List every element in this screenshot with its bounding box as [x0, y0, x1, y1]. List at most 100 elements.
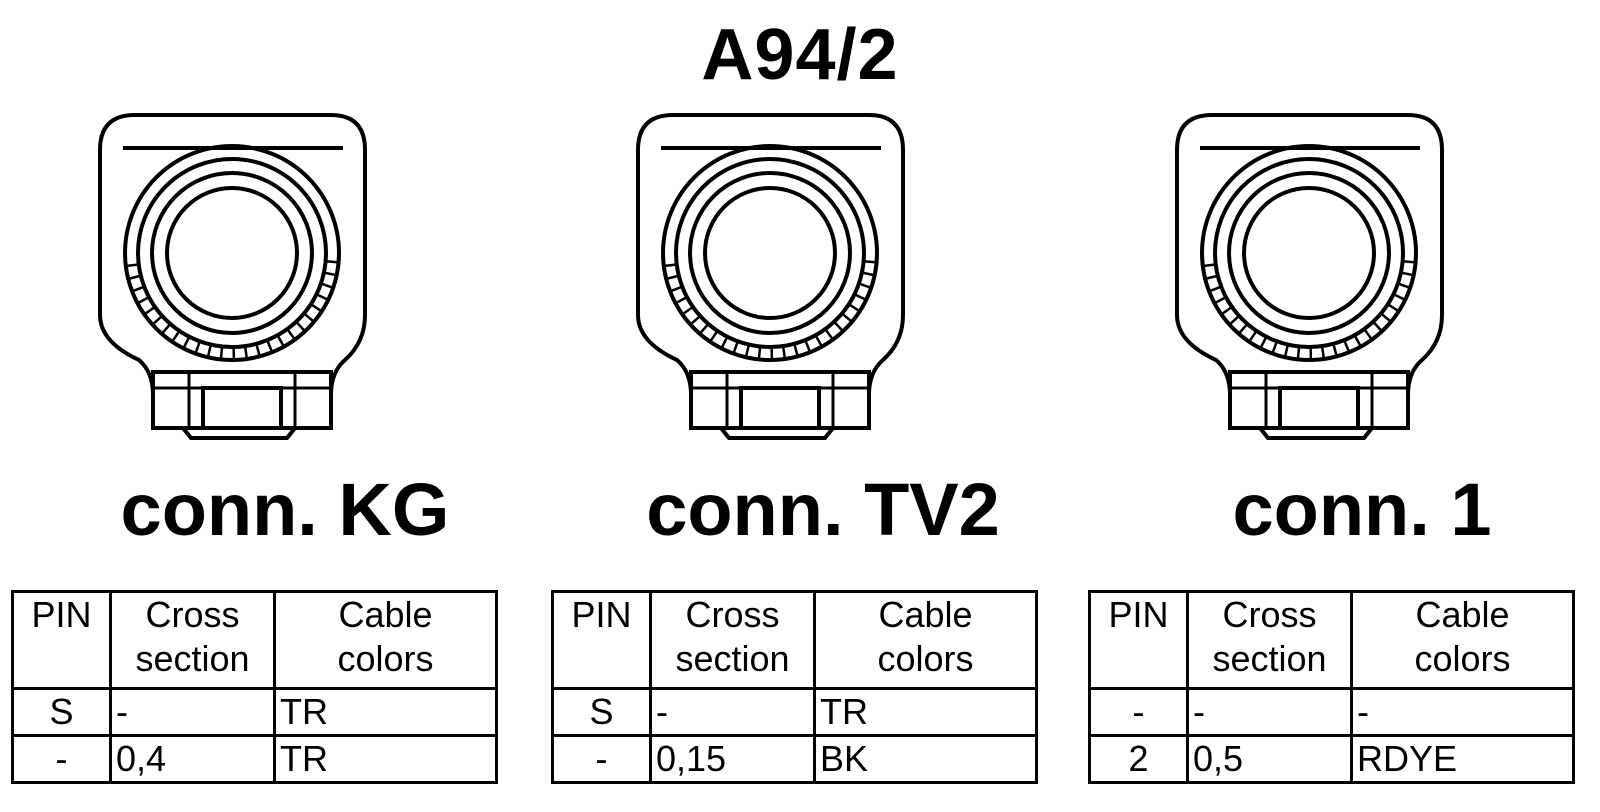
knurl-tick	[325, 259, 339, 264]
knurl-tick	[1400, 271, 1414, 277]
knurl-outer-ring	[1200, 144, 1418, 362]
latch-block	[1228, 370, 1410, 430]
knurl-tick	[323, 271, 337, 277]
knurl-inner-ring	[674, 157, 866, 349]
knurl-tick	[1380, 312, 1392, 323]
knurl-tick	[266, 339, 274, 353]
pin-header: PIN	[11, 590, 112, 690]
socket-ring	[165, 186, 299, 320]
pin-cell: S	[11, 687, 112, 737]
table-row: S - TR	[11, 687, 498, 737]
knurl-tick	[125, 263, 139, 268]
knurl-tick	[863, 259, 877, 264]
table-row: - 0,4 TR	[11, 734, 498, 784]
latch-tab	[719, 426, 835, 440]
knurl-tick	[1208, 285, 1222, 293]
pin-cell: 2	[1088, 734, 1189, 784]
knurl-tick	[160, 323, 172, 335]
connector-label: conn. 1	[1232, 468, 1492, 551]
knurl-tick	[833, 320, 844, 333]
knurl-tick	[243, 345, 249, 360]
table-row: 2 0,5 RDYE	[1088, 734, 1575, 784]
knurl-tick	[853, 293, 867, 302]
cross-section-cell: 0,5	[1186, 734, 1353, 784]
knurl-tick	[1397, 282, 1411, 290]
knurl-tick	[1259, 336, 1268, 349]
knurl-tick	[171, 330, 181, 343]
knurl-tick	[698, 323, 710, 335]
knurl-tick	[1213, 296, 1227, 305]
cable-colors-cell: TR	[273, 687, 498, 737]
nut-ring	[150, 171, 314, 335]
latch-inner	[201, 386, 283, 430]
knurl-tick	[320, 282, 334, 290]
knurl-tick	[814, 334, 823, 348]
cross-section-cell: -	[109, 687, 276, 737]
cable-colors-cell: BK	[813, 734, 1038, 784]
socket-ring	[1242, 186, 1376, 320]
knurl-tick	[286, 328, 296, 341]
knurl-tick	[757, 346, 762, 360]
pin-cell: S	[551, 687, 652, 737]
knurl-tick	[781, 345, 787, 360]
knurl-tick	[182, 336, 191, 349]
cable-colors-cell: TR	[273, 734, 498, 784]
knurl-tick	[674, 296, 688, 305]
connector-drawing	[98, 113, 367, 440]
table-row: - 0,15 BK	[551, 734, 1038, 784]
pin-cell: -	[1088, 687, 1189, 737]
knurl-tick	[681, 305, 694, 316]
knurl-tick	[1283, 344, 1290, 358]
knurl-tick	[255, 343, 261, 357]
cross-section-cell: 0,15	[649, 734, 816, 784]
connector-drawing	[1175, 113, 1444, 440]
latch-inner	[1278, 386, 1360, 430]
knurl-tick	[303, 312, 315, 323]
socket-ring	[703, 186, 837, 320]
knurl-tick	[709, 330, 719, 343]
cable-colors-cell: TR	[813, 687, 1038, 737]
knurl-tick	[669, 285, 683, 293]
knurl-tick	[1320, 345, 1326, 360]
pin-header: PIN	[551, 590, 652, 690]
knurl-inner-ring	[136, 157, 328, 349]
knurl-tick	[824, 328, 834, 341]
connector-label: conn. KG	[120, 468, 450, 551]
knurl-outer-ring	[661, 144, 879, 362]
diagram-title: A94/2	[701, 15, 899, 95]
knurl-tick	[861, 271, 875, 277]
knurl-tick	[206, 344, 213, 358]
pin-header: PIN	[1088, 590, 1189, 690]
knurl-tick	[665, 274, 680, 281]
knurl-tick	[1402, 259, 1416, 264]
knurl-tick	[744, 344, 751, 358]
nut-ring	[1227, 171, 1391, 335]
knurl-tick	[793, 343, 799, 357]
cross-section-cell: -	[1186, 687, 1353, 737]
knurl-tick	[1271, 340, 1279, 354]
knurl-tick	[1372, 320, 1383, 333]
nut-ring	[688, 171, 852, 335]
knurl-tick	[1220, 305, 1233, 316]
knurl-tick	[151, 314, 163, 326]
latch-block	[689, 370, 871, 430]
knurl-tick	[1332, 343, 1338, 357]
knurl-tick	[276, 334, 285, 348]
cross-section-cell: 0,4	[109, 734, 276, 784]
knurl-tick	[804, 339, 812, 353]
latch-tab	[181, 426, 297, 440]
latch-tab	[1258, 426, 1374, 440]
knurl-tick	[1204, 274, 1219, 281]
